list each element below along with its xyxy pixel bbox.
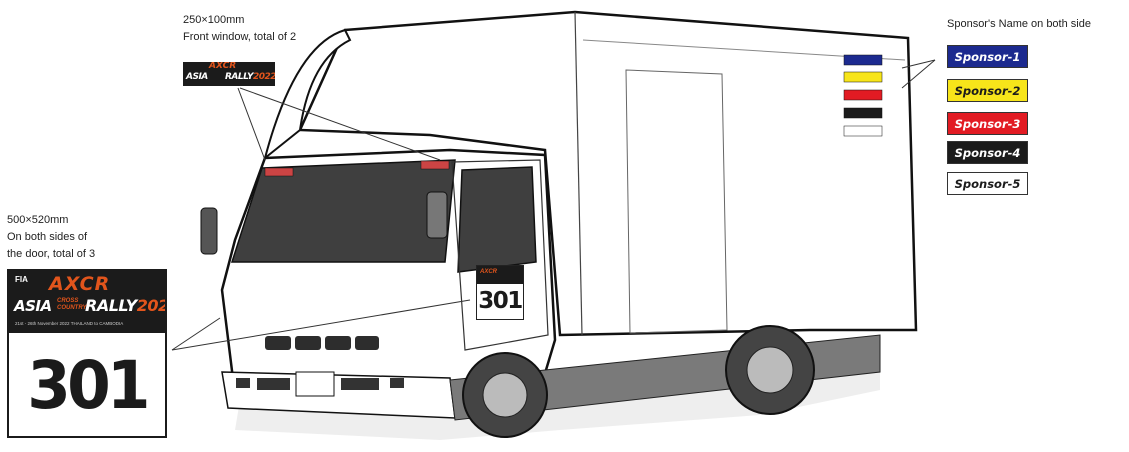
door-car-number: 301 (477, 284, 523, 318)
door-number-panel: FIA AXCR ASIA CROSS COUNTRY RALLY2022 21… (7, 269, 167, 438)
sticker-brand: AXCR (209, 62, 236, 71)
side-mirror-left (201, 208, 217, 254)
sponsor-box-1: Sponsor-1 (947, 45, 1028, 68)
front-wheel (463, 353, 547, 437)
panel-cross-country: CROSS COUNTRY (57, 298, 85, 312)
mini-sponsor-5 (844, 126, 882, 136)
license-plate (296, 372, 334, 396)
sticker-asia: ASIA (186, 72, 208, 82)
fia-logo: FIA (15, 275, 28, 284)
mini-sponsor-1 (844, 55, 882, 65)
sponsor-box-4: Sponsor-4 (947, 141, 1028, 164)
fog-lamp-left (236, 378, 250, 388)
mini-sponsor-2 (844, 72, 882, 82)
rear-wheel (726, 326, 814, 414)
panel-brand: AXCR (49, 273, 110, 295)
door-size-label: 500×520mm (7, 213, 68, 228)
bumper-vent-2 (341, 378, 379, 390)
door-desc-line2: the door, total of 3 (7, 247, 95, 262)
window-sticker-left (265, 168, 293, 176)
door-brand: AXCR (480, 269, 497, 275)
sticker-rally: RALLY2022 (225, 72, 275, 82)
sponsor-box-3: Sponsor-3 (947, 112, 1028, 135)
window-sticker-sample: AXCR ASIA RALLY2022 (183, 62, 275, 86)
window-desc-label: Front window, total of 2 (183, 30, 296, 45)
sponsor-box-2: Sponsor-2 (947, 79, 1028, 102)
mini-sponsor-3 (844, 90, 882, 100)
window-sticker-right (421, 161, 449, 169)
side-window (458, 167, 536, 272)
window-size-label: 250×100mm (183, 13, 244, 28)
sponsor-box-5: Sponsor-5 (947, 172, 1028, 195)
panel-dates: 21st - 26th November 2022 THAILAND to CA… (15, 321, 155, 326)
panel-car-number: 301 (13, 341, 161, 431)
door-desc-line1: On both sides of (7, 230, 87, 245)
panel-asia: ASIA (14, 297, 52, 315)
sponsor-legend-title: Sponsor's Name on both side (947, 18, 1091, 30)
mini-sponsor-4 (844, 108, 882, 118)
bumper-vent-1 (257, 378, 290, 390)
truck-door-number: AXCR 301 (476, 265, 524, 320)
fog-lamp-right (390, 378, 404, 388)
panel-rally: RALLY2022 (85, 296, 167, 315)
side-mirror-right (427, 192, 447, 238)
